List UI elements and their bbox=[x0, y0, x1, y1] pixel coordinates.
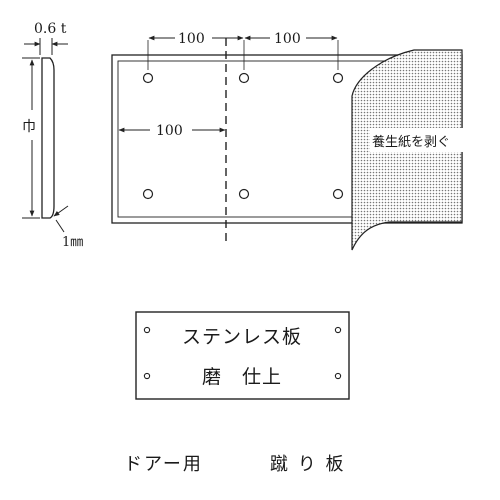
screw-holes bbox=[142, 72, 344, 200]
screw-hole bbox=[332, 188, 344, 200]
screw-hole bbox=[238, 188, 250, 200]
nameplate-line1: ステンレス板 bbox=[182, 326, 302, 348]
caption: ドアー用 蹴 り 板 bbox=[124, 454, 345, 475]
nameplate-screw-icon bbox=[334, 326, 342, 334]
caption-left: ドアー用 bbox=[124, 454, 203, 475]
nameplate-screw-icon bbox=[334, 372, 342, 380]
nameplate: ステンレス板 磨 仕上 bbox=[135, 311, 350, 400]
screw-hole bbox=[332, 72, 344, 84]
side-view: 0.6 t 巾 1㎜ bbox=[22, 21, 83, 250]
width-label: 巾 bbox=[22, 119, 36, 135]
nameplate-screw-icon bbox=[143, 326, 151, 334]
nameplate-screw-icon bbox=[143, 372, 151, 380]
screw-hole bbox=[238, 72, 250, 84]
nameplate-line2: 磨 仕上 bbox=[202, 366, 282, 388]
film-label: 養生紙を剥ぐ bbox=[372, 134, 450, 150]
dim-top-right: 100 bbox=[274, 31, 301, 47]
plate-edge-profile bbox=[41, 57, 55, 219]
thickness-label: 0.6 t bbox=[34, 21, 67, 37]
plate-view: 100 100 100 養生紙を剥ぐ bbox=[111, 31, 490, 251]
nameplate-border bbox=[135, 311, 350, 400]
dim-top-left: 100 bbox=[178, 31, 205, 47]
caption-right: 蹴 り 板 bbox=[270, 454, 345, 475]
dim-middle: 100 bbox=[156, 123, 183, 139]
screw-hole bbox=[142, 72, 154, 84]
bend-label: 1㎜ bbox=[62, 235, 83, 250]
screw-hole bbox=[142, 188, 154, 200]
